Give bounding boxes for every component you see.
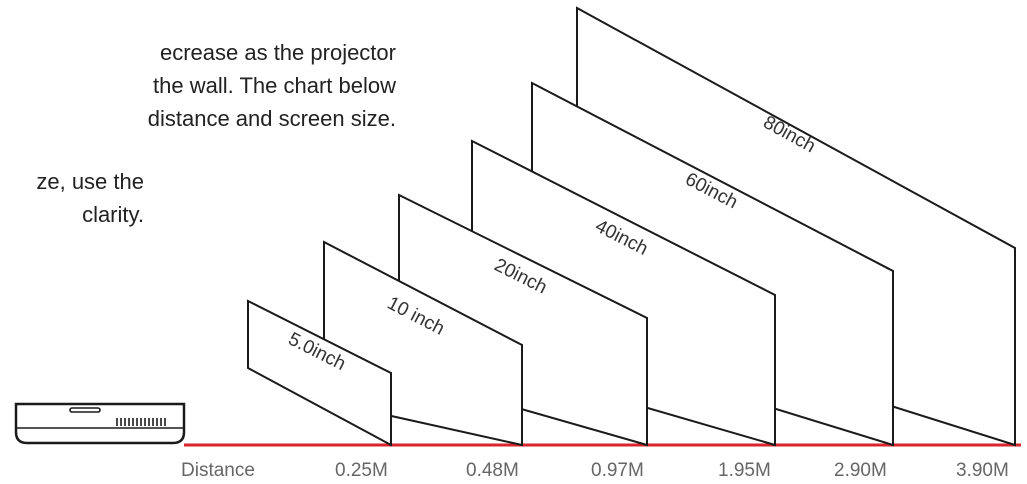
- intro-line-2: the wall. The chart below: [153, 73, 396, 98]
- distance-label-3: 1.95M: [718, 460, 771, 481]
- distance-label-4: 2.90M: [834, 460, 887, 481]
- projector-icon: [14, 402, 186, 445]
- distance-label-2: 0.97M: [591, 460, 644, 481]
- distance-label-1: 0.48M: [466, 460, 519, 481]
- intro-line-4: ze, use the: [36, 169, 144, 194]
- distance-label-0: 0.25M: [335, 460, 388, 481]
- intro-text: ecrease as the projector the wall. The c…: [0, 36, 396, 231]
- intro-line-1: ecrease as the projector: [159, 40, 396, 65]
- intro-paragraph-1: ecrease as the projector the wall. The c…: [0, 36, 396, 135]
- intro-paragraph-2: ze, use the clarity.: [0, 165, 396, 231]
- distance-label-5: 3.90M: [956, 460, 1009, 481]
- distance-axis-label: Distance: [181, 460, 255, 481]
- intro-line-3: distance and screen size.: [147, 106, 396, 131]
- screen-5inch: [247, 299, 392, 447]
- intro-line-5: clarity.: [82, 202, 144, 227]
